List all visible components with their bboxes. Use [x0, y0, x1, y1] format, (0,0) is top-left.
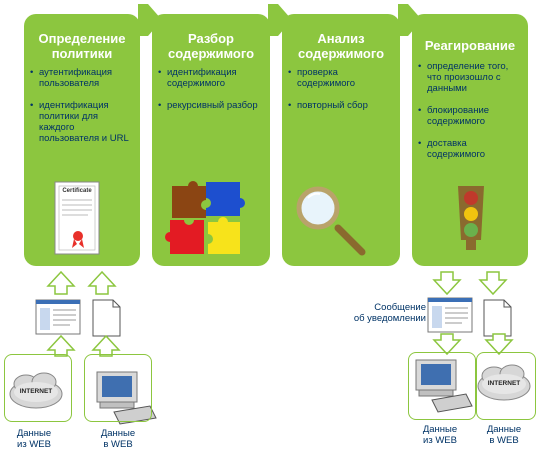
stage-title-2: Разбор содержимого — [167, 31, 255, 61]
up-arrow-left-3 — [46, 334, 76, 357]
down-arrow-right-3 — [432, 333, 462, 356]
magnifier-icon — [296, 186, 366, 256]
notification-label: Сообщение об уведомлении — [353, 302, 426, 324]
internet-label-left: INTERNET — [19, 388, 53, 395]
stage-3-bullet-1: проверка содержимого — [288, 67, 396, 89]
document-icon-right — [483, 299, 512, 337]
down-arrow-right-2 — [478, 271, 508, 296]
notification-webpage-icon — [427, 297, 473, 333]
computer-icon-left — [96, 371, 157, 425]
stage-title-1: Определение политики — [38, 31, 126, 61]
up-arrow-left-2 — [87, 270, 117, 295]
down-arrow-right-4 — [484, 333, 514, 356]
source-box-internet — [4, 354, 72, 422]
stage-title-4: Реагирование — [424, 38, 516, 53]
stage-4-bullet-2: блокирование содержимого — [418, 105, 524, 127]
internet-label-right: INTERNET — [487, 380, 521, 387]
dest-box-computer — [408, 352, 476, 420]
traffic-light-icon — [458, 186, 484, 250]
stage-bullets-3: проверка содержимого повторный сбор — [288, 67, 396, 122]
stage-4-bullet-3: доставка содержимого — [418, 138, 524, 160]
stage-title-3: Анализ содержимого — [297, 31, 385, 61]
document-icon — [92, 299, 121, 337]
stage-bullets-2: идентификация содержимого рекурсивный ра… — [158, 67, 266, 122]
stage-2-bullet-1: идентификация содержимого — [158, 67, 266, 89]
stage-bullets-4: определение того, что произошло с данным… — [418, 61, 524, 171]
webpage-icon — [35, 299, 81, 335]
stage-4-bullet-1: определение того, что произошло с данным… — [418, 61, 524, 94]
stage-bullets-1: аутентификация пользователя идентификаци… — [30, 67, 136, 155]
internet-cloud-left — [9, 372, 63, 409]
flow-arrow-2 — [268, 4, 292, 36]
dest-box-internet — [476, 352, 536, 420]
up-arrow-left-1 — [46, 270, 76, 295]
caption-data-from-web-right: Данные из WEB — [422, 424, 458, 446]
certificate-label: Certificate — [62, 188, 92, 194]
caption-data-to-web-left: Данные в WEB — [100, 428, 136, 450]
puzzle-icon — [165, 181, 245, 254]
source-box-computer — [84, 354, 152, 422]
computer-icon-right — [415, 359, 473, 413]
flow-arrow-1 — [138, 4, 162, 36]
down-arrow-right-1 — [432, 271, 462, 296]
up-arrow-left-4 — [91, 334, 121, 357]
stage-3-bullet-2: повторный сбор — [288, 100, 396, 111]
certificate-icon — [54, 181, 100, 255]
stage-1-bullet-2: идентификация политики для каждого польз… — [30, 100, 136, 144]
internet-cloud-right — [477, 364, 531, 401]
caption-data-to-web-right: Данные в WEB — [486, 424, 522, 446]
flow-arrow-3 — [398, 4, 422, 36]
caption-data-from-web-left: Данные из WEB — [16, 428, 52, 450]
stage-2-bullet-2: рекурсивный разбор — [158, 100, 266, 111]
stage-1-bullet-1: аутентификация пользователя — [30, 67, 136, 89]
